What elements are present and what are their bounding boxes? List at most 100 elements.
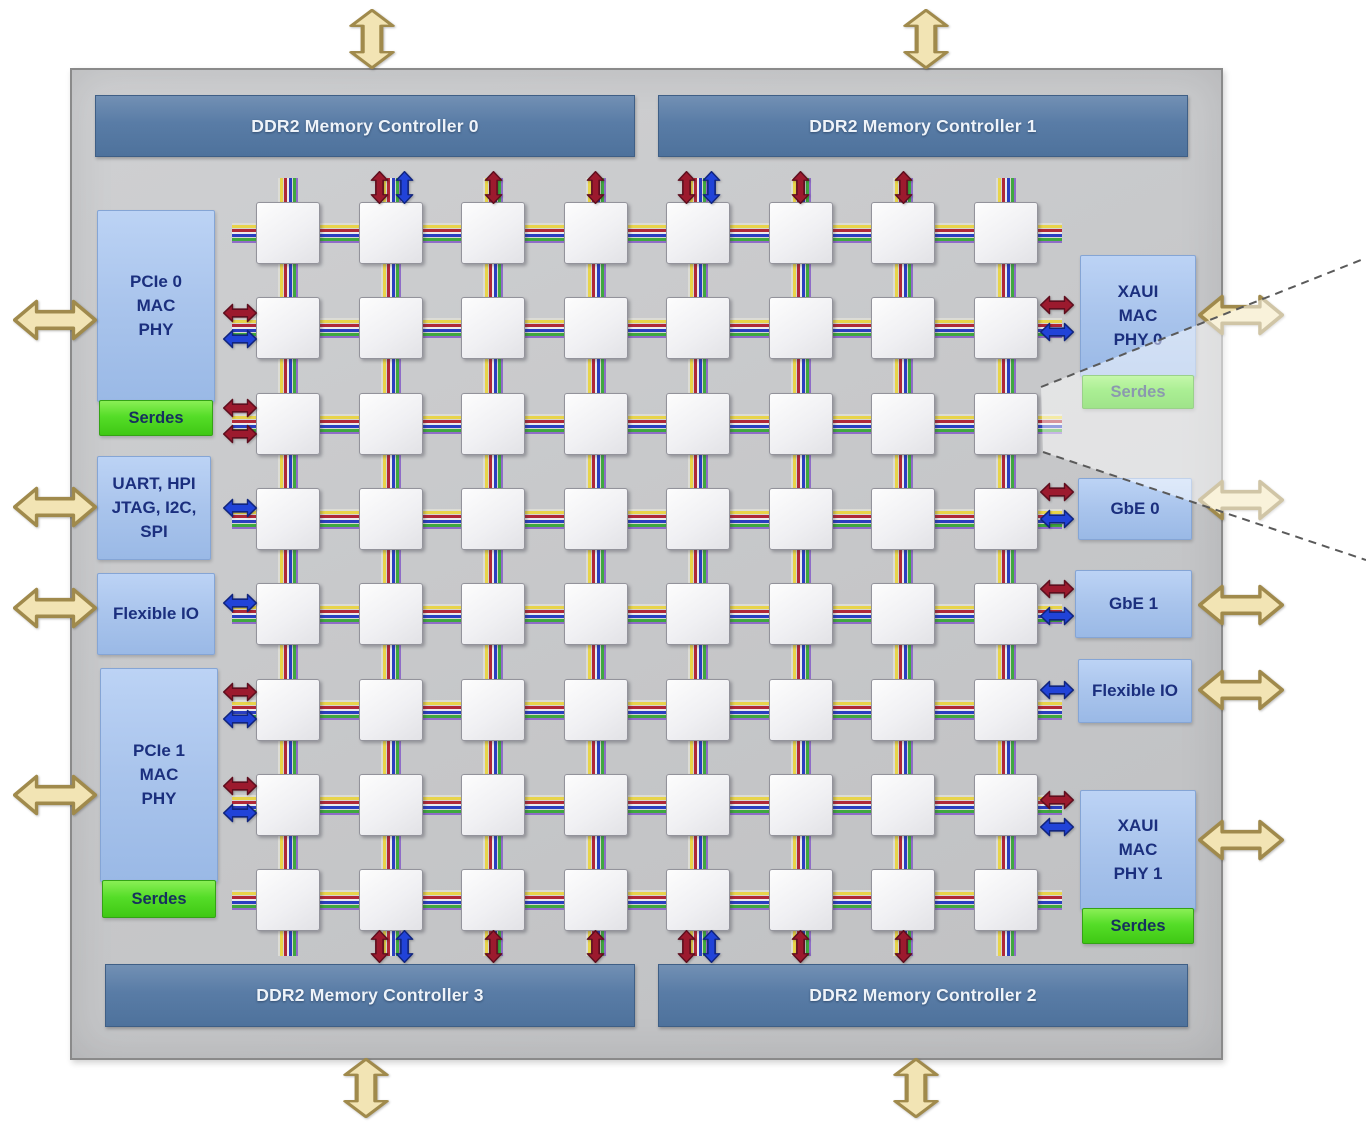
block-uart-label: UART, HPI JTAG, I2C, SPI xyxy=(111,474,197,541)
ddr2-memory-controller-3-label: DDR2 Memory Controller 3 xyxy=(256,985,484,1005)
chip-io-arrow-right xyxy=(1198,294,1284,336)
block-pcie1-serdes-label: Serdes xyxy=(131,889,187,908)
tile-r2c7 xyxy=(871,297,935,360)
chip-io-arrow-bottom xyxy=(893,1058,939,1118)
tile-r8c7 xyxy=(871,869,935,932)
tile-r4c7 xyxy=(871,487,935,550)
mesh-port-arrow-red xyxy=(791,929,809,963)
block-flexible-io-right: Flexible IO xyxy=(1078,659,1192,723)
block-xaui1: XAUI MAC PHY 1 xyxy=(1080,790,1196,910)
mesh-vertical-link xyxy=(380,178,401,956)
block-pcie0-label: PCIe 0 MAC PHY xyxy=(130,272,182,339)
mesh-horizontal-link xyxy=(232,413,1062,434)
chip-io-arrow-bottom xyxy=(343,1058,389,1118)
tile-r5c3 xyxy=(461,583,525,646)
mesh-port-arrow-red xyxy=(484,170,502,204)
tile-r8c5 xyxy=(666,869,730,932)
block-flexible-io-left: Flexible IO xyxy=(97,573,215,655)
block-xaui1-label: XAUI MAC PHY 1 xyxy=(1113,816,1163,883)
tile-r1c6 xyxy=(768,202,833,264)
mesh-vertical-link xyxy=(790,178,811,956)
tile-r2c5 xyxy=(666,297,730,360)
tile-r3c3 xyxy=(461,392,525,455)
tile-r5c4 xyxy=(563,583,628,646)
tile-r5c2 xyxy=(358,583,423,646)
mesh-port-arrow-red xyxy=(1040,579,1074,599)
mesh-port-arrow-red xyxy=(1040,295,1074,315)
tile-r4c1 xyxy=(256,487,320,550)
tile-r1c3 xyxy=(461,202,525,264)
tile-r2c3 xyxy=(461,297,525,360)
block-gbe1: GbE 1 xyxy=(1075,570,1192,638)
mesh-horizontal-link xyxy=(232,604,1062,625)
chip-io-arrow-top xyxy=(349,9,395,69)
mesh-port-arrow-red xyxy=(370,170,388,204)
tile-r3c5 xyxy=(666,392,730,455)
chip-io-arrow-left xyxy=(13,587,97,629)
ddr2-memory-controller-0-label: DDR2 Memory Controller 0 xyxy=(251,115,479,136)
block-xaui0-serdes: Serdes xyxy=(1082,375,1194,409)
tile-r3c2 xyxy=(358,392,423,455)
tile-r4c4 xyxy=(563,487,628,550)
block-uart-hpi-jtag-i2c-spi: UART, HPI JTAG, I2C, SPI xyxy=(97,456,211,560)
tile-r5c5 xyxy=(666,583,730,646)
chip-io-arrow-right xyxy=(1198,819,1284,861)
block-pcie0-serdes: Serdes xyxy=(99,400,213,436)
chip-io-arrow-left xyxy=(13,486,97,528)
tile-r1c1 xyxy=(256,202,320,264)
tile-r2c6 xyxy=(768,297,833,360)
block-xaui0: XAUI MAC PHY 0 xyxy=(1080,255,1196,377)
ddr2-memory-controller-1-label: DDR2 Memory Controller 1 xyxy=(809,115,1037,136)
chip-io-arrow-left xyxy=(13,774,97,816)
block-pcie0-serdes-label: Serdes xyxy=(128,408,184,427)
ddr2-memory-controller-2: DDR2 Memory Controller 2 xyxy=(658,964,1188,1027)
mesh-port-arrow-red xyxy=(586,929,604,963)
mesh-port-arrow-red xyxy=(484,929,502,963)
tile-r7c6 xyxy=(768,773,833,836)
mesh-port-arrow-red xyxy=(791,170,809,204)
block-gbe0-label: GbE 0 xyxy=(1110,499,1160,519)
mesh-port-arrow-blue xyxy=(1040,509,1074,529)
ddr2-memory-controller-2-label: DDR2 Memory Controller 2 xyxy=(809,985,1037,1005)
mesh-vertical-link xyxy=(278,178,298,956)
mesh-port-arrow-red xyxy=(1040,790,1074,810)
tile-r8c4 xyxy=(563,869,628,932)
tile-r5c8 xyxy=(973,583,1038,646)
mesh-horizontal-link xyxy=(232,794,1062,815)
mesh-port-arrow-red xyxy=(677,170,695,204)
mesh-port-arrow-red xyxy=(223,398,257,418)
tile-r7c1 xyxy=(256,773,320,836)
chip-io-arrow-right xyxy=(1198,479,1284,521)
block-pcie1-serdes: Serdes xyxy=(102,880,216,918)
chip-io-arrow-top xyxy=(903,9,949,69)
mesh-port-arrow-blue xyxy=(1040,817,1074,837)
tile-r6c2 xyxy=(358,678,423,741)
tile-r4c8 xyxy=(973,487,1038,550)
tile-r6c6 xyxy=(768,678,833,741)
ddr2-memory-controller-0: DDR2 Memory Controller 0 xyxy=(95,95,635,157)
block-pcie1-label: PCIe 1 MAC PHY xyxy=(133,741,185,808)
ddr2-memory-controller-1: DDR2 Memory Controller 1 xyxy=(658,95,1188,157)
mesh-port-arrow-blue xyxy=(223,329,257,349)
mesh-port-arrow-blue xyxy=(395,929,413,963)
tile-r4c6 xyxy=(768,487,833,550)
tile-r1c8 xyxy=(973,202,1038,264)
chip-io-arrow-left xyxy=(13,299,97,341)
tile-r3c4 xyxy=(563,392,628,455)
tile-r1c2 xyxy=(358,202,423,264)
mesh-port-arrow-blue xyxy=(702,929,720,963)
tile-r2c1 xyxy=(256,297,320,360)
tile-r6c1 xyxy=(256,678,320,741)
tile-r7c7 xyxy=(871,773,935,836)
block-flexible-io-right-label: Flexible IO xyxy=(1092,681,1178,701)
mesh-port-arrow-blue xyxy=(223,498,257,518)
mesh-port-arrow-red xyxy=(223,682,257,702)
tile-r7c3 xyxy=(461,773,525,836)
mesh-port-arrow-blue xyxy=(702,170,720,204)
mesh-port-arrow-red xyxy=(894,929,912,963)
block-xaui0-label: XAUI MAC PHY 0 xyxy=(1113,282,1163,349)
tile-r3c8 xyxy=(973,392,1038,455)
tile-r6c5 xyxy=(666,678,730,741)
tile-r2c8 xyxy=(973,297,1038,360)
tile-r6c8 xyxy=(973,678,1038,741)
